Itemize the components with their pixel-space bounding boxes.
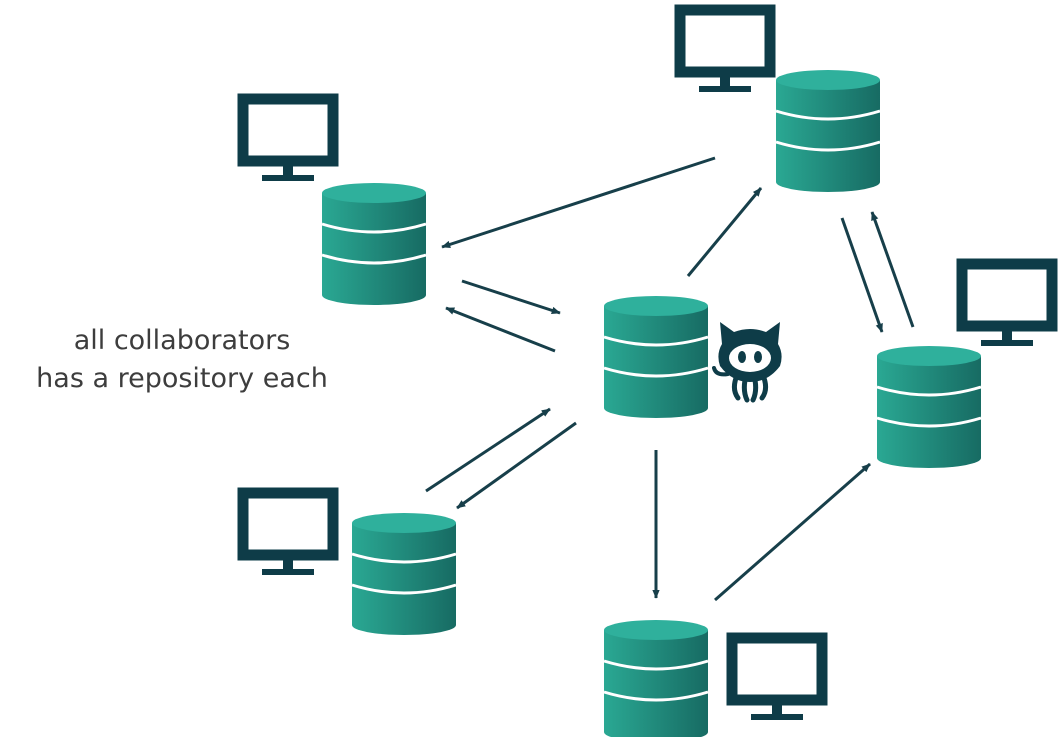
database-icon bbox=[774, 68, 882, 194]
arrow-bottom-to-right bbox=[714, 462, 871, 602]
arrow-topleft-to-central bbox=[461, 279, 561, 315]
database-icon bbox=[320, 181, 428, 307]
database-icon bbox=[875, 344, 983, 470]
arrow-central-to-topleft bbox=[445, 306, 556, 353]
database-icon bbox=[602, 618, 710, 737]
monitor-icon bbox=[962, 264, 1052, 346]
caption-line-2: has a repository each bbox=[36, 363, 328, 394]
arrow-topright-to-right bbox=[840, 217, 884, 333]
caption-line-1: all collaborators bbox=[73, 325, 291, 356]
monitor-icon bbox=[243, 99, 333, 181]
arrow-central-to-topright bbox=[686, 187, 763, 277]
arrow-topright-to-topleft bbox=[441, 156, 716, 249]
monitor-icon bbox=[243, 493, 333, 575]
collaborators-caption: all collaborators has a repository each bbox=[12, 322, 352, 398]
arrow-right-to-topright bbox=[870, 211, 915, 328]
monitor-icon bbox=[732, 638, 822, 720]
database-icon bbox=[350, 511, 458, 637]
arrow-central-to-bottomleft bbox=[456, 421, 577, 510]
sync-arrows bbox=[425, 156, 915, 602]
github-octocat-icon bbox=[712, 322, 782, 403]
arrow-bottomleft-to-central bbox=[425, 407, 551, 493]
database-icon bbox=[602, 294, 710, 420]
monitor-icon bbox=[680, 10, 770, 92]
